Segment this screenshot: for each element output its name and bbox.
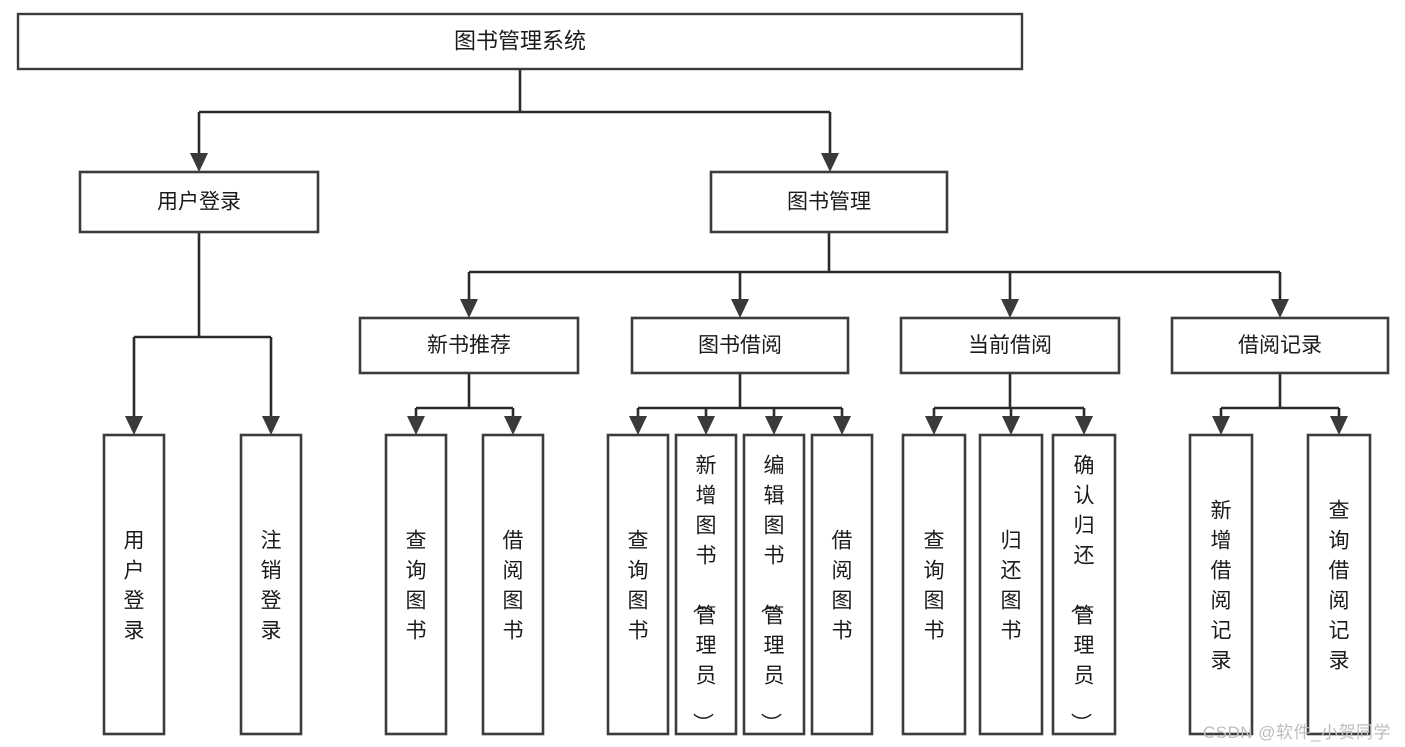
node-box: [358, 316, 580, 375]
node-box: [1306, 433, 1372, 736]
node-label: 新书推荐: [427, 334, 511, 357]
node-leaf-注销登录-1[interactable]: 注销登录: [239, 433, 303, 736]
arrow-head-icon: [1075, 416, 1093, 435]
node-box: [102, 433, 166, 736]
node-label: 确认归还（管理员）: [1069, 455, 1095, 734]
node-box: [1188, 433, 1254, 736]
arrow-head-icon: [629, 416, 647, 435]
arrow-head-icon: [262, 416, 280, 435]
node-leaf-用户登录-0[interactable]: 用户登录: [102, 433, 166, 736]
node-box: [630, 316, 850, 375]
arrow-head-icon: [731, 299, 749, 318]
arrow-head-icon: [407, 416, 425, 435]
node-label: 借阅图书: [832, 530, 853, 643]
arrow-head-icon: [1002, 416, 1020, 435]
node-leaf-确认归还管理员-10[interactable]: 确认归还（管理员）: [1051, 433, 1117, 736]
arrow-head-icon: [1271, 299, 1289, 318]
arrow-head-icon: [925, 416, 943, 435]
arrow-head-icon: [125, 416, 143, 435]
node-label: 图书借阅: [698, 334, 782, 357]
node-level3-当前借阅-2[interactable]: 当前借阅: [899, 316, 1121, 375]
node-leaf-查询图书-8[interactable]: 查询图书: [901, 433, 967, 736]
node-box: [674, 433, 738, 736]
node-box: [1051, 433, 1117, 736]
arrow-head-icon: [833, 416, 851, 435]
node-label: 查询图书: [406, 530, 427, 643]
connector-borrow-to-leaves: [629, 373, 851, 435]
arrow-head-icon: [1330, 416, 1348, 435]
node-box: [742, 433, 806, 736]
arrow-head-icon: [765, 416, 783, 435]
node-label: 归还图书: [1001, 530, 1022, 643]
arrow-head-icon: [190, 153, 208, 172]
node-label: 借阅图书: [503, 530, 524, 643]
node-level3-借阅记录-3[interactable]: 借阅记录: [1170, 316, 1390, 375]
node-label: 当前借阅: [968, 334, 1052, 357]
node-box: [78, 170, 320, 234]
node-label: 用户登录: [124, 530, 145, 643]
node-box: [239, 433, 303, 736]
connector-root-to-level2: [190, 69, 839, 172]
node-label: 用户登录: [157, 191, 241, 214]
arrow-head-icon: [697, 416, 715, 435]
arrow-head-icon: [1001, 299, 1019, 318]
node-level3-图书借阅-1[interactable]: 图书借阅: [630, 316, 850, 375]
node-box: [901, 433, 967, 736]
node-label: 新增借阅记录: [1211, 500, 1232, 673]
csdn-watermark: CSDN @软件_小贺同学: [1202, 723, 1391, 742]
node-root-图书管理系统[interactable]: 图书管理系统: [16, 12, 1024, 71]
nodes-layer: 图书管理系统用户登录图书管理新书推荐图书借阅当前借阅借阅记录用户登录注销登录查询…: [16, 12, 1390, 736]
node-box: [16, 12, 1024, 71]
node-level2-图书管理-1[interactable]: 图书管理: [709, 170, 949, 234]
node-box: [481, 433, 545, 736]
node-leaf-新增图书管理员-5[interactable]: 新增图书（管理员）: [674, 433, 738, 736]
node-box: [606, 433, 670, 736]
arrow-head-icon: [1212, 416, 1230, 435]
node-leaf-查询图书-4[interactable]: 查询图书: [606, 433, 670, 736]
node-leaf-借阅图书-3[interactable]: 借阅图书: [481, 433, 545, 736]
node-leaf-借阅图书-7[interactable]: 借阅图书: [810, 433, 874, 736]
arrow-head-icon: [460, 299, 478, 318]
connector-record-to-leaves: [1212, 373, 1348, 435]
node-label: 注销登录: [261, 530, 282, 643]
node-box: [810, 433, 874, 736]
node-leaf-新增借阅记录-11[interactable]: 新增借阅记录: [1188, 433, 1254, 736]
node-box: [709, 170, 949, 234]
node-label: 新增图书（管理员）: [691, 455, 717, 734]
connectors-layer: [125, 69, 1348, 435]
node-label: 查询图书: [924, 530, 945, 643]
node-level3-新书推荐-0[interactable]: 新书推荐: [358, 316, 580, 375]
node-box: [978, 433, 1044, 736]
arrow-head-icon: [821, 153, 839, 172]
connector-current-to-leaves: [925, 373, 1093, 435]
connector-userlogin-to-leaves: [125, 232, 280, 435]
node-box: [1170, 316, 1390, 375]
node-label: 查询借阅记录: [1329, 500, 1350, 673]
node-leaf-查询图书-2[interactable]: 查询图书: [384, 433, 448, 736]
node-label: 编辑图书（管理员）: [759, 455, 785, 734]
node-label: 图书管理系统: [454, 28, 586, 53]
arrow-head-icon: [504, 416, 522, 435]
node-leaf-查询借阅记录-12[interactable]: 查询借阅记录: [1306, 433, 1372, 736]
node-box: [899, 316, 1121, 375]
node-leaf-归还图书-9[interactable]: 归还图书: [978, 433, 1044, 736]
connector-newbook-to-leaves: [407, 373, 522, 435]
node-label: 图书管理: [787, 191, 871, 214]
node-leaf-编辑图书管理员-6[interactable]: 编辑图书（管理员）: [742, 433, 806, 736]
node-label: 查询图书: [628, 530, 649, 643]
node-level2-用户登录-0[interactable]: 用户登录: [78, 170, 320, 234]
connector-bookmgmt-to-level3: [460, 232, 1289, 318]
node-label: 借阅记录: [1238, 334, 1322, 357]
node-box: [384, 433, 448, 736]
